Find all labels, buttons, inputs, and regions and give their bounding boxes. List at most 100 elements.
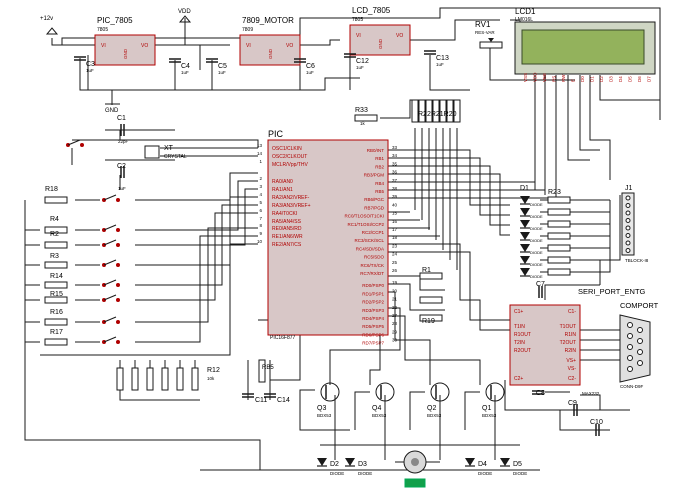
r33-ref: R33 bbox=[355, 107, 368, 114]
pic-pin-right-15: RC6/TX/CK bbox=[360, 263, 384, 268]
diode-bank-6 bbox=[520, 256, 530, 264]
lcd-pin-vss: VSS bbox=[523, 73, 528, 82]
switch-r2-b bbox=[116, 243, 120, 247]
diode-bank-2 bbox=[520, 208, 530, 216]
diode-d2 bbox=[317, 458, 327, 466]
regulator-pic-7805-vi: VI bbox=[101, 43, 106, 49]
pic-pin-right-9: RC0/T1OSO/T1CKI bbox=[344, 214, 384, 219]
pic-pinnum-right-6: 38 bbox=[392, 186, 398, 191]
resistor-r14 bbox=[44, 281, 68, 289]
connector-j1-pin-7 bbox=[625, 240, 631, 246]
transistor-q2-part: BDX53 bbox=[427, 413, 442, 418]
diode-d5-part: DIODE bbox=[513, 471, 527, 476]
diode-bank-label-4: DIODE bbox=[530, 238, 543, 243]
regulator-lcd-7805-vi: VI bbox=[356, 33, 361, 39]
cap-c12-value: 1uF bbox=[356, 65, 364, 70]
resistor-rb5 bbox=[258, 359, 266, 383]
transistor-q3-part: BDX53 bbox=[317, 413, 332, 418]
regulator-7809-motor-vi: VI bbox=[246, 43, 251, 49]
regulator-pic-7805-title: PIC_7805 bbox=[97, 16, 133, 25]
regulator-pic-7805-part: 7805 bbox=[97, 27, 108, 33]
cap-c11-ref: C11 bbox=[255, 397, 267, 404]
lcd-pin-rs: RS bbox=[552, 76, 557, 82]
connector-j1-pin-2 bbox=[625, 203, 631, 208]
lcd-pin-vee: VEE bbox=[542, 73, 547, 82]
regulator-7809-motor-part: 7809 bbox=[242, 27, 253, 33]
comport-part: CONN-D9F bbox=[620, 384, 644, 389]
pic-pin-right-6: RB5 bbox=[375, 189, 384, 194]
diode-bank-label-2: DIODE bbox=[530, 214, 543, 219]
pic-pin-right-23: RD6/PSP6 bbox=[362, 332, 384, 337]
pic-pinnum-left-4: 2 bbox=[259, 176, 262, 181]
pic-pin-left-9: RA5/AN4/SS bbox=[272, 219, 302, 225]
pulldown-resistor-6 bbox=[191, 367, 199, 391]
pic-pin-left-1: OSC1/CLKIN bbox=[272, 146, 302, 152]
pic-pinnum-right-17: 19 bbox=[392, 280, 398, 285]
pic-pin-right-14: RC5/SDO bbox=[364, 255, 385, 260]
pulldown-resistor-4 bbox=[161, 367, 169, 391]
pic-pinnum-right-15: 25 bbox=[392, 260, 398, 265]
pic-pin-right-8: RB7/PGD bbox=[364, 205, 385, 210]
diode-bank-label-6: DIODE bbox=[530, 262, 543, 267]
connector-j1-pin-6 bbox=[625, 233, 631, 238]
regulator-7809-motor-gnd: GND bbox=[268, 48, 273, 59]
regulator-lcd-7805-part: 7805 bbox=[352, 17, 363, 23]
pullup-resistor-6 bbox=[446, 99, 454, 123]
diode-bank-1 bbox=[520, 196, 530, 204]
pic-pin-left-10: RE0/AN5/RD bbox=[272, 226, 302, 232]
transistor-q3-icon bbox=[320, 382, 340, 402]
diode-bank-label-3: DIODE bbox=[530, 226, 543, 231]
reset-switch-b bbox=[80, 143, 84, 147]
lcd-pin-rw: RW bbox=[561, 74, 566, 82]
max232-body bbox=[509, 304, 581, 386]
lcd-ref: LCD1 bbox=[515, 7, 536, 16]
db9-pin-b3 bbox=[637, 349, 643, 355]
pic-pin-right-12: RC3/SCK/SCL bbox=[354, 238, 384, 243]
regulator-lcd-7805-title: LCD_7805 bbox=[352, 6, 391, 15]
max232-vsplus: VS+ bbox=[566, 358, 576, 364]
pullup-resistor-2 bbox=[418, 99, 426, 123]
transistor-q4-part: BDX53 bbox=[372, 413, 387, 418]
resistor-column-5 bbox=[547, 244, 571, 252]
resistor-column-7 bbox=[547, 268, 571, 276]
diode-d3-part: DIODE bbox=[358, 471, 372, 476]
lcd-pin-d0: D0 bbox=[580, 76, 585, 82]
cap-c8-ref: C8 bbox=[536, 390, 545, 397]
pic-pin-right-2: RB1 bbox=[375, 156, 384, 161]
connector-j1-pin-4 bbox=[625, 218, 631, 223]
r33-value: 1k bbox=[360, 121, 366, 126]
transistor-q2-ref: Q2 bbox=[427, 405, 436, 412]
cap-c10-ref: C10 bbox=[590, 419, 603, 426]
pic-pin-right-22: RD5/PSP5 bbox=[362, 324, 384, 329]
pullup-resistor-7 bbox=[453, 99, 461, 123]
pic-pinnum-right-20: 22 bbox=[392, 305, 398, 310]
connector-j1-body bbox=[621, 192, 635, 256]
pic-pinnum-left-8: 6 bbox=[259, 208, 262, 213]
pic-pin-left-2: OSC2/CLKOUT bbox=[272, 154, 307, 160]
rv1-wiper-icon bbox=[488, 38, 494, 42]
cap-c6-ref: C6 bbox=[306, 63, 315, 70]
resistor-r3-ref: R3 bbox=[50, 253, 59, 260]
diode-d5-ref: D5 bbox=[513, 461, 522, 468]
pic-pin-left-3: MCLR/Vpp/THV bbox=[272, 162, 309, 168]
lcd-part: LM016L bbox=[515, 17, 533, 23]
switch-r17-lever bbox=[103, 336, 117, 343]
switch-r16-lever bbox=[103, 316, 117, 323]
resistor-rbar bbox=[419, 296, 443, 304]
pulldown-resistor-3 bbox=[146, 367, 154, 391]
pic-pinnum-left-2: 14 bbox=[257, 151, 263, 156]
pic-pinnum-left-12: 10 bbox=[257, 239, 263, 244]
db9-connector-body bbox=[619, 314, 651, 383]
pic-pinnum-left-11: 9 bbox=[259, 231, 262, 236]
max232-c2plus: C2+ bbox=[514, 376, 523, 382]
diode-bank-label-5: DIODE bbox=[530, 250, 543, 255]
connector-j1-pin-8 bbox=[625, 248, 631, 253]
pic-pin-left-4: RA0/AN0 bbox=[272, 179, 293, 185]
pic-pin-left-5: RA1/AN1 bbox=[272, 187, 293, 193]
resistor-column-2 bbox=[547, 208, 571, 216]
switch-r17-b bbox=[116, 340, 120, 344]
pic-pin-left-6: RA2/AN2/VREF- bbox=[272, 195, 310, 201]
pic-pinnum-right-18: 20 bbox=[392, 288, 398, 293]
pic-pin-right-4: RB3/PGM bbox=[364, 173, 385, 178]
